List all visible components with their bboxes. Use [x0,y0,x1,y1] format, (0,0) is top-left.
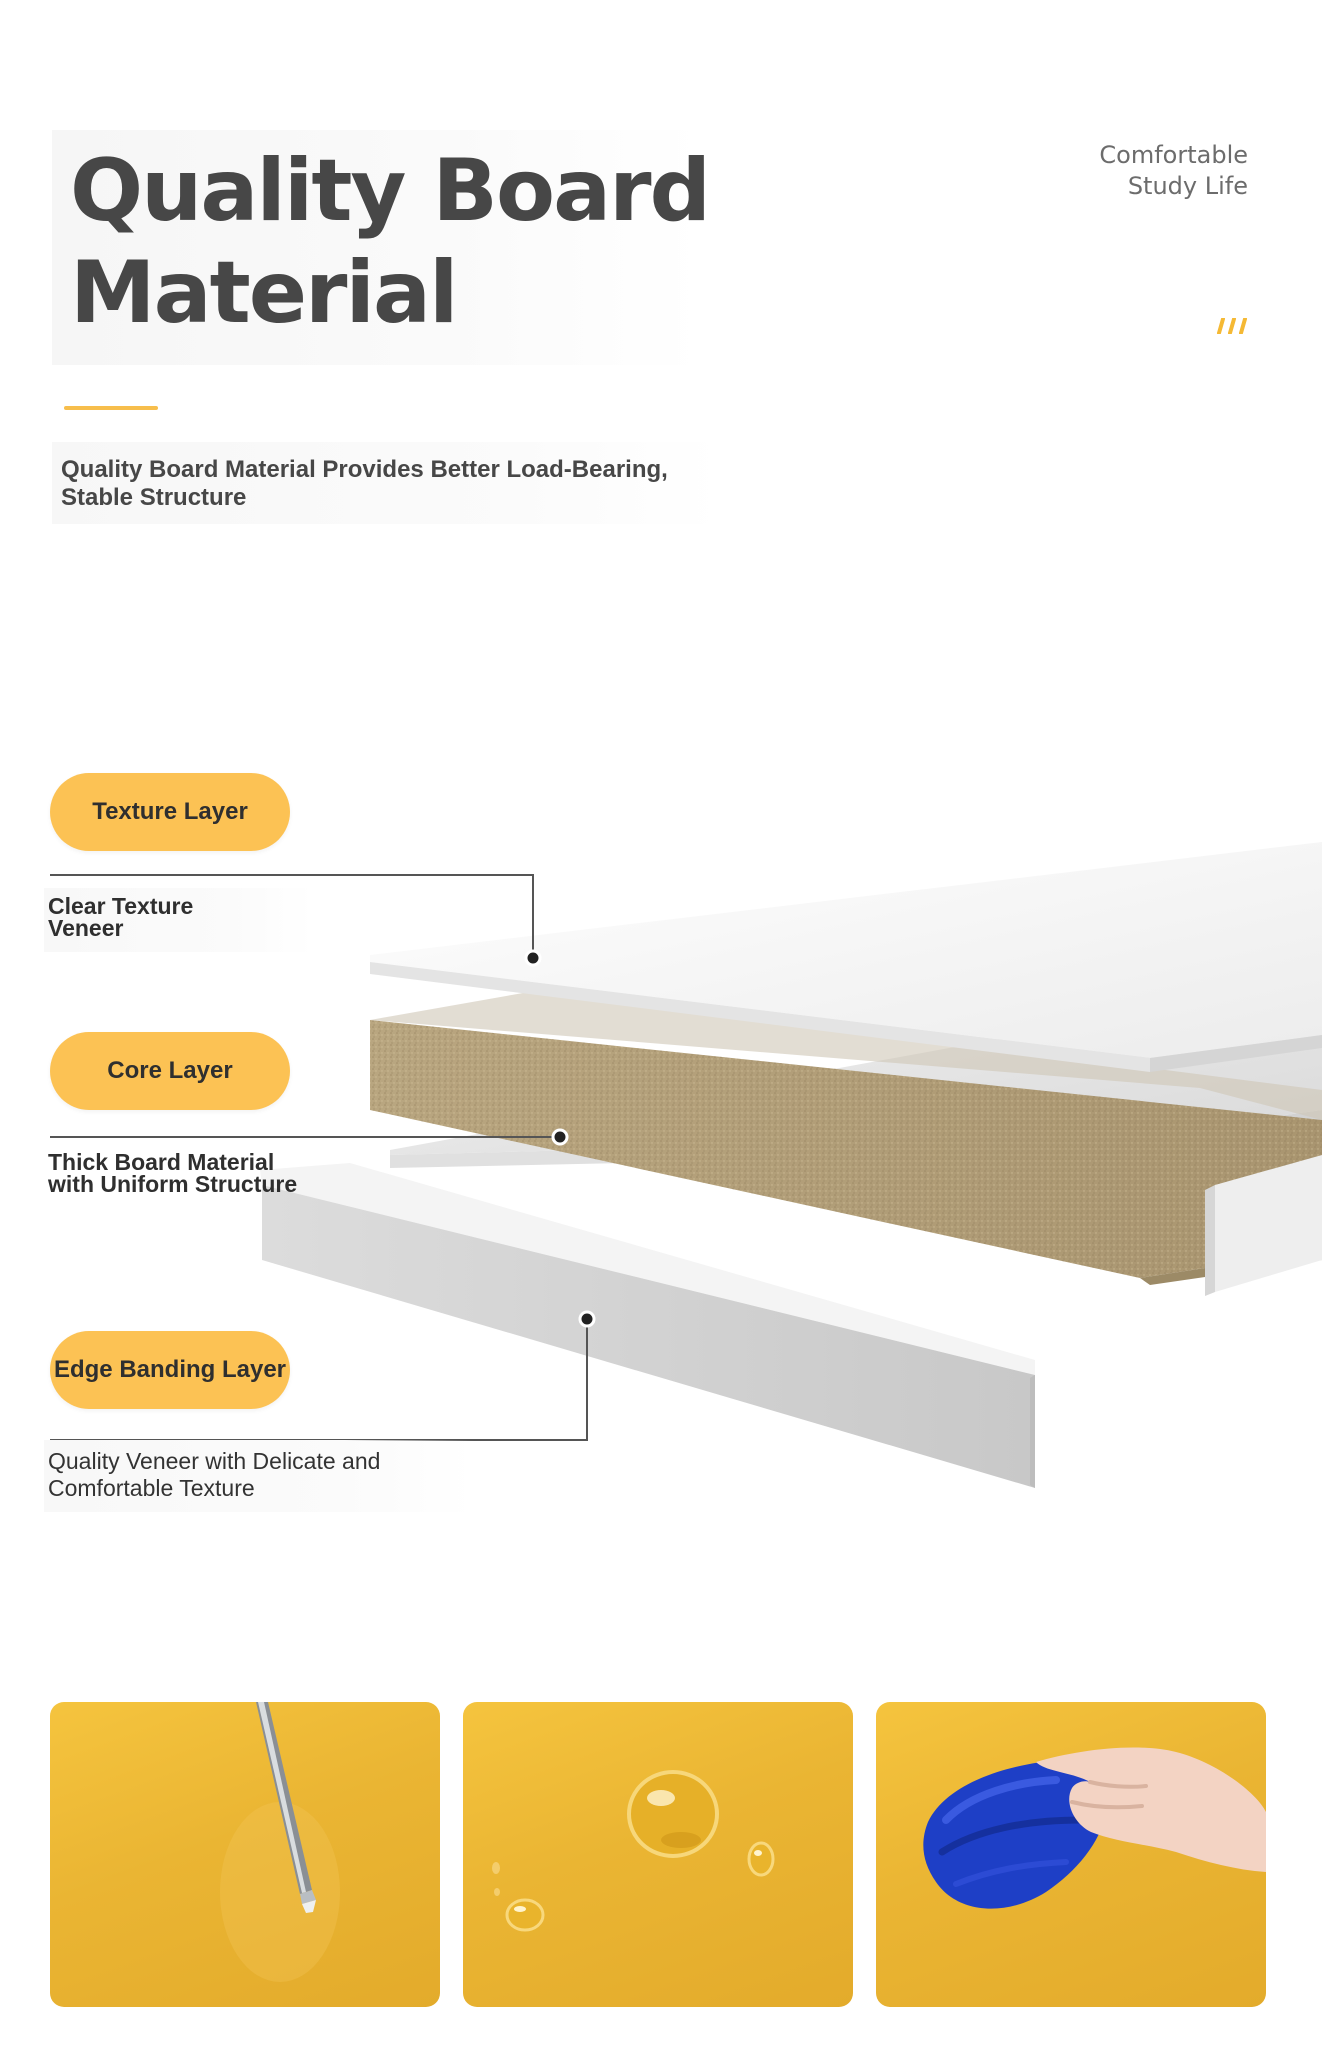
edge-strip-front [260,1163,1035,1488]
edge-banding-layer-description: Quality Veneer with Delicate and Comfort… [48,1448,468,1502]
triple-slash-icon [1217,318,1247,334]
feature-tile-easy-clean [876,1702,1266,2007]
texture-description-backdrop [44,888,314,952]
board-layers-illustration [50,842,1322,1488]
core-description-line-1: Thick Board Material [48,1149,275,1175]
core-layer-description: Thick Board Material with Uniform Struct… [48,1149,368,1197]
marker-dot-texture [524,949,542,967]
texture-layer-description: Clear Texture Veneer [48,893,308,941]
tagline-line-2: Study Life [1127,172,1248,200]
tagline-line-1: Comfortable [1099,141,1248,169]
tagline: Comfortable Study Life [1099,140,1248,202]
core-layer-badge: Core Layer [50,1032,290,1110]
accent-divider [64,406,158,410]
texture-description-line-1: Clear Texture [48,893,194,919]
leader-line-texture [50,874,534,957]
page-title-line-2: Material [70,243,458,343]
marker-dot-edge [578,1310,596,1328]
top-veneer-board [370,842,1322,1072]
subtitle-line-1: Quality Board Material Provides Better L… [61,456,668,483]
edge-description-line-1: Quality Veneer with Delicate and [48,1448,381,1474]
water-drops-icon [492,1770,775,1932]
subtitle-line-2: Stable Structure [61,484,247,511]
edge-banding-layer-badge: Edge Banding Layer [50,1331,290,1409]
screwdriver-scratch-icon [220,1702,340,1982]
core-description-line-2: with Uniform Structure [48,1171,298,1197]
texture-description-line-2: Veneer [48,915,124,941]
edge-description-line-2: Comfortable Texture [48,1475,255,1501]
feature-tile-waterproof [463,1702,853,2007]
title-backdrop [52,130,702,365]
page-title-line-1: Quality Board [70,141,711,241]
subtitle: Quality Board Material Provides Better L… [61,456,741,512]
edge-description-backdrop [44,1440,474,1512]
page-title: Quality Board Material [70,140,711,344]
edge-strip-right [1205,1155,1322,1296]
cleaning-cloth-icon [923,1747,1266,1909]
texture-layer-badge: Texture Layer [50,773,290,851]
marker-dot-core [551,1128,569,1146]
feature-tile-scratch-resistant [50,1702,440,2007]
subtitle-backdrop [52,442,722,524]
